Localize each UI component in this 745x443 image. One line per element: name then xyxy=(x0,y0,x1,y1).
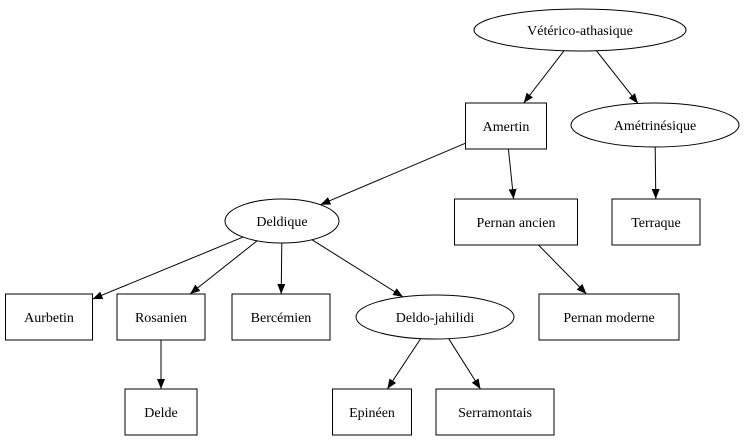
edge-ametrinesique-to-terraque xyxy=(651,146,660,200)
edge-deldique-to-bercemien xyxy=(277,242,286,295)
box-shape xyxy=(465,102,547,150)
node-terraque: Terraque xyxy=(611,198,701,246)
box-shape xyxy=(332,388,412,436)
node-amertin: Amertin xyxy=(465,102,547,150)
node-label: Pernan moderne xyxy=(563,311,654,326)
edge-pernan-ancien-to-pernan-moderne xyxy=(538,244,587,295)
edge-deldo-jahilidi-to-epineen xyxy=(386,338,422,390)
edge-veterico-athasique-to-amertin xyxy=(523,50,565,104)
node-label: Bercémien xyxy=(251,311,312,326)
edge-amertin-to-deldique xyxy=(320,142,466,206)
edge-amertin-to-pernan-ancien xyxy=(507,148,517,200)
ellipse-shape xyxy=(570,102,740,148)
node-label: Amertin xyxy=(483,120,530,135)
node-label: Serramontais xyxy=(458,406,532,421)
box-shape xyxy=(454,198,578,246)
box-shape xyxy=(116,293,206,341)
ellipse-shape xyxy=(224,198,340,244)
node-label: Amétrinésique xyxy=(614,119,696,134)
box-shape xyxy=(538,293,680,341)
node-label: Delde xyxy=(144,406,177,421)
ellipse-shape xyxy=(473,8,687,52)
box-shape xyxy=(611,198,701,246)
node-label: Vétérico-athasique xyxy=(527,24,633,39)
node-aurbetin: Aurbetin xyxy=(5,293,93,341)
node-deldique: Deldique xyxy=(224,198,340,244)
node-label: Deldique xyxy=(256,215,307,230)
node-label: Rosanien xyxy=(135,311,187,326)
ellipse-shape xyxy=(355,294,515,340)
box-shape xyxy=(5,293,93,341)
node-delde: Delde xyxy=(124,388,198,436)
node-deldo-jahilidi: Deldo-jahilidi xyxy=(355,294,515,340)
box-shape xyxy=(435,388,555,436)
node-label: Deldo-jahilidi xyxy=(396,311,475,326)
box-shape xyxy=(124,388,198,436)
node-label: Pernan ancien xyxy=(477,216,556,231)
node-rosanien: Rosanien xyxy=(116,293,206,341)
edge-deldique-to-deldo-jahilidi xyxy=(311,239,404,298)
node-label: Terraque xyxy=(631,216,681,231)
node-label: Epinéen xyxy=(349,406,395,421)
node-epineen: Epinéen xyxy=(332,388,412,436)
edges-layer xyxy=(92,50,660,390)
edge-veterico-athasique-to-ametrinesique xyxy=(596,50,639,104)
box-shape xyxy=(231,293,331,341)
node-label: Aurbetin xyxy=(24,311,74,326)
node-pernan-ancien: Pernan ancien xyxy=(454,198,578,246)
node-ametrinesique: Amétrinésique xyxy=(570,102,740,148)
edge-deldique-to-aurbetin xyxy=(92,236,244,300)
node-veterico-athasique: Vétérico-athasique xyxy=(473,8,687,52)
edge-deldique-to-rosanien xyxy=(189,240,258,295)
edge-deldo-jahilidi-to-serramontais xyxy=(448,338,481,390)
node-pernan-moderne: Pernan moderne xyxy=(538,293,680,341)
node-serramontais: Serramontais xyxy=(435,388,555,436)
node-bercemien: Bercémien xyxy=(231,293,331,341)
